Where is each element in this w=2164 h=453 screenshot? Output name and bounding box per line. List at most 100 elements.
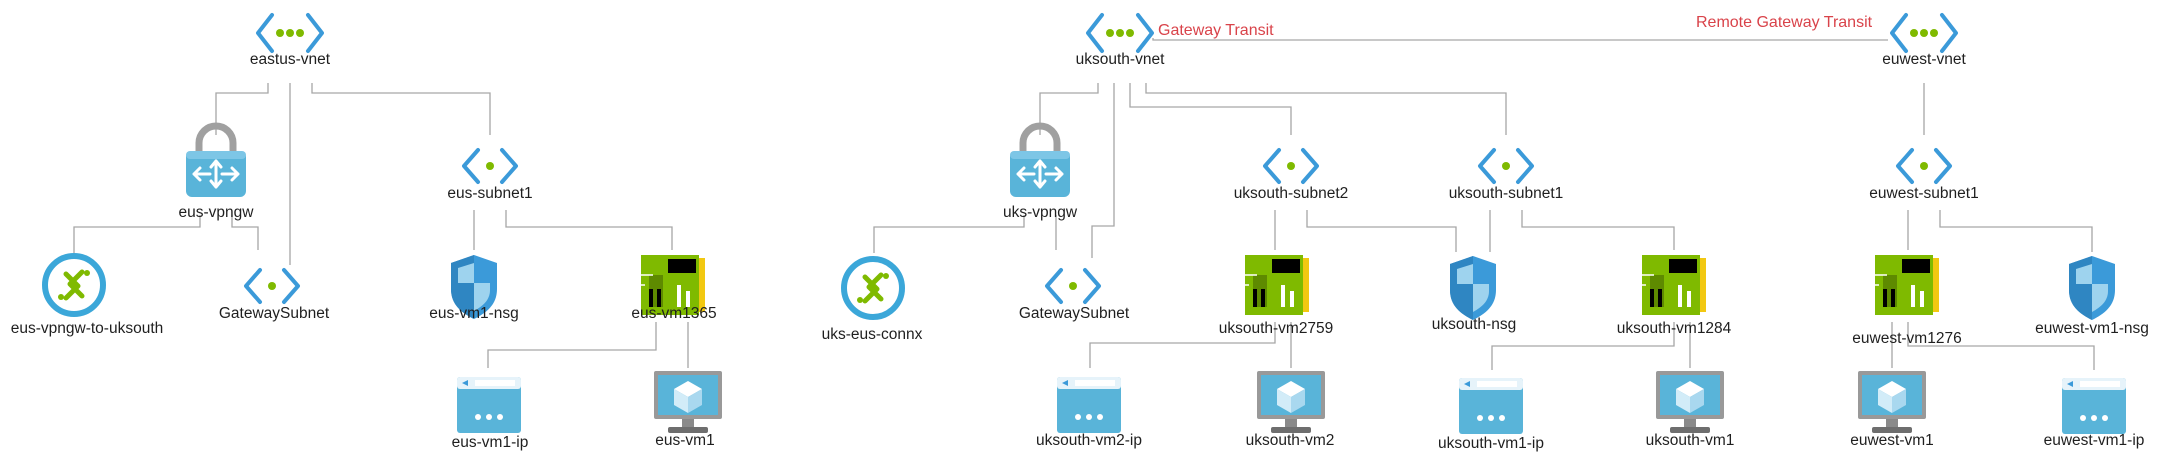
node-label: eus-vm1-ip [452, 434, 529, 451]
node-eus-vm1-ip[interactable]: eus-vm1-ip [452, 377, 529, 451]
edge-subnet1-nic1284 [1521, 210, 1675, 250]
node-label: uksouth-vm2 [1246, 432, 1335, 449]
node-uksouth-nsg[interactable]: uksouth-nsg [1432, 256, 1516, 333]
node-label: euwest-vm1-nsg [2035, 320, 2149, 337]
edges [73, 38, 2095, 370]
nsg-shield-icon [1450, 256, 1496, 320]
edge-euwest-nic-pip [1907, 322, 2095, 370]
node-euwest-vnet[interactable]: euwest-vnet [1882, 13, 1966, 68]
public-ip-icon [2062, 378, 2126, 434]
edge-eastus-vnet-eus-subnet1 [311, 83, 491, 135]
edge-euwest-subnet1-nsg [1939, 210, 2093, 252]
node-label: GatewaySubnet [1019, 305, 1130, 322]
node-euwest-subnet1[interactable]: euwest-subnet1 [1869, 148, 1979, 202]
node-label: uksouth-vm2-ip [1036, 432, 1142, 449]
public-ip-icon [1057, 377, 1121, 433]
node-uksouth-vm2[interactable]: uksouth-vm2 [1246, 371, 1335, 449]
node-label: uks-eus-connx [822, 326, 923, 343]
vm-icon [1257, 371, 1325, 433]
vnet-icon [1086, 13, 1154, 53]
nic-icon [1874, 254, 1940, 316]
edge-uksouth-vnet-subnet2 [1129, 83, 1292, 135]
node-label: eus-vpngw-to-uksouth [11, 320, 164, 337]
public-ip-icon [457, 377, 521, 433]
nic-icon [1244, 254, 1310, 316]
connection-icon [844, 259, 902, 317]
node-label: uksouth-vm1-ip [1438, 435, 1544, 452]
node-label: uksouth-vm1284 [1617, 320, 1732, 337]
subnet-icon [1896, 148, 1952, 184]
node-label: eus-vm1 [655, 432, 714, 449]
edge-eus-nic-pip [487, 322, 657, 368]
node-uks-gatewaysubnet[interactable]: GatewaySubnet [1019, 268, 1130, 322]
vpn-gateway-icon [1010, 126, 1070, 197]
gateway-transit-annotation: Gateway Transit [1158, 22, 1274, 39]
vm-icon [1656, 371, 1724, 433]
edge-uksouth-vnet-uks-gatewaysubnet [1091, 83, 1115, 258]
vnet-icon [1890, 13, 1958, 53]
edge-eus-subnet1-nic [505, 210, 673, 250]
node-euwest-vm1[interactable]: euwest-vm1 [1850, 371, 1934, 449]
node-eus-vpngw[interactable]: eus-vpngw [179, 126, 255, 221]
node-uksouth-vm1-ip[interactable]: uksouth-vm1-ip [1438, 378, 1544, 452]
node-eus-vpngw-to-uksouth[interactable]: eus-vpngw-to-uksouth [11, 256, 164, 337]
edge-eastus-vnet-eus-vpngw [215, 83, 269, 135]
node-label: euwest-vm1 [1850, 432, 1934, 449]
edge-subnet2-uksouth-nsg [1306, 210, 1457, 252]
node-eus-vm1-nsg[interactable]: eus-vm1-nsg [429, 255, 519, 322]
node-label: euwest-vm1-ip [2044, 432, 2145, 449]
edge-eus-vpngw-connection [73, 215, 201, 253]
node-label: uksouth-vm1 [1646, 432, 1735, 449]
subnet-icon [1263, 148, 1319, 184]
node-label: uksouth-subnet2 [1234, 185, 1349, 202]
nic-icon [1641, 254, 1707, 316]
vnet-icon [256, 13, 324, 53]
connection-icon [45, 256, 103, 314]
node-label: uksouth-nsg [1432, 316, 1516, 333]
node-eus-gatewaysubnet[interactable]: GatewaySubnet [219, 268, 330, 322]
edge-eus-vpngw-gatewaysubnet [231, 215, 259, 250]
node-label: GatewaySubnet [219, 305, 330, 322]
node-uksouth-vnet[interactable]: uksouth-vnet [1076, 13, 1165, 68]
node-label: uksouth-vm2759 [1219, 320, 1334, 337]
public-ip-icon [1459, 378, 1523, 434]
node-label: eus-vm1365 [631, 305, 716, 322]
subnet-icon [1045, 268, 1101, 304]
node-euwest-vm1-ip[interactable]: euwest-vm1-ip [2044, 378, 2145, 449]
node-eus-vm1[interactable]: eus-vm1 [654, 371, 722, 449]
edge-uks-vpngw-connection [873, 215, 1025, 253]
node-label: uksouth-vnet [1076, 51, 1165, 68]
node-euwest-vm1276[interactable]: euwest-vm1276 [1852, 254, 1962, 347]
node-label: euwest-vnet [1882, 51, 1966, 68]
node-uksouth-vm2-ip[interactable]: uksouth-vm2-ip [1036, 377, 1142, 449]
node-eastus-vnet[interactable]: eastus-vnet [250, 13, 331, 68]
node-label: eus-vm1-nsg [429, 305, 519, 322]
node-uksouth-subnet2[interactable]: uksouth-subnet2 [1234, 148, 1349, 202]
subnet-icon [1478, 148, 1534, 184]
node-uksouth-subnet1[interactable]: uksouth-subnet1 [1449, 148, 1564, 202]
edge-uksouth-vnet-uks-vpngw [1039, 83, 1099, 135]
node-uks-eus-connx[interactable]: uks-eus-connx [822, 259, 923, 343]
subnet-icon [462, 148, 518, 184]
node-uksouth-vm1[interactable]: uksouth-vm1 [1646, 371, 1735, 449]
edge-uksouth-vnet-gateway-transit [1152, 38, 1888, 41]
node-label: uksouth-subnet1 [1449, 185, 1564, 202]
nsg-shield-icon [2069, 256, 2115, 320]
node-uks-vpngw[interactable]: uks-vpngw [1003, 126, 1078, 221]
node-uksouth-vm2759[interactable]: uksouth-vm2759 [1219, 254, 1334, 337]
node-label: euwest-vm1276 [1852, 330, 1961, 347]
edge-uksouth-vnet-subnet1 [1145, 83, 1507, 135]
subnet-icon [244, 268, 300, 304]
remote-gateway-transit-annotation: Remote Gateway Transit [1696, 14, 1873, 31]
node-euwest-vm1-nsg[interactable]: euwest-vm1-nsg [2035, 256, 2149, 337]
node-label: euwest-subnet1 [1869, 185, 1978, 202]
node-eus-subnet1[interactable]: eus-subnet1 [447, 148, 533, 202]
node-eus-vm1365[interactable]: eus-vm1365 [631, 254, 717, 322]
edge-nic2759-pip [1089, 322, 1276, 368]
node-label: uks-vpngw [1003, 204, 1078, 221]
vm-icon [1858, 371, 1926, 433]
node-uksouth-vm1284[interactable]: uksouth-vm1284 [1617, 254, 1732, 337]
node-label: eastus-vnet [250, 51, 331, 68]
vm-icon [654, 371, 722, 433]
